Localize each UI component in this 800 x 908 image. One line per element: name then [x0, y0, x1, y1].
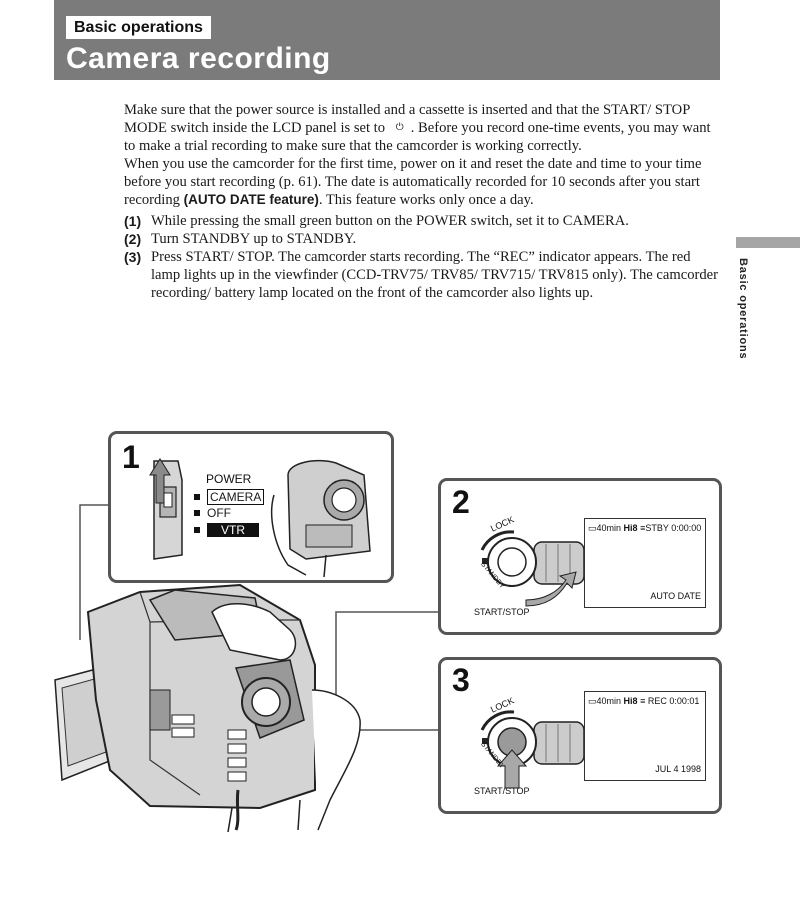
battery-icon: ▭ — [588, 523, 597, 533]
step-1: (1)While pressing the small green button… — [124, 213, 629, 229]
power-label: POWER — [206, 472, 252, 486]
steps-list: (1)While pressing the small green button… — [124, 212, 720, 302]
instructions: Make sure that the power source is insta… — [124, 101, 720, 302]
standby-mode-icon: ⏻ — [395, 122, 404, 133]
panel-2-number: 2 — [452, 484, 470, 520]
start-stop-button-illustration — [480, 710, 585, 789]
tape-icon: ≡ — [640, 523, 646, 533]
panel-1-number: 1 — [122, 439, 140, 475]
page-title: Camera recording — [66, 42, 331, 75]
power-position-camera: CAMERA — [194, 489, 265, 505]
step-3: (3)Press START/ STOP. The camcorder star… — [124, 249, 718, 301]
panel-3-number: 3 — [452, 662, 470, 698]
camcorder-front-illustration — [270, 459, 371, 578]
viewfinder-display: ▭40min Hi8 ≡STBY 0:00:00 AUTO DATE — [584, 518, 706, 608]
viewfinder-display: ▭40min Hi8 ≡ REC 0:00:01 JUL 4 1998 — [584, 691, 706, 781]
intro-paragraph-2: When you use the camcorder for the first… — [124, 156, 702, 208]
battery-icon: ▭ — [588, 696, 597, 706]
power-position-off: OFF — [194, 506, 231, 520]
side-tab-bar — [736, 237, 800, 248]
intro-paragraph-1: Make sure that the power source is insta… — [124, 102, 711, 154]
section-tab: Basic operations — [66, 16, 211, 39]
start-stop-label: START/STOP — [474, 786, 530, 796]
power-switch-illustration — [149, 458, 183, 560]
start-stop-label: START/STOP — [474, 607, 530, 617]
tape-icon: ≡ — [640, 696, 646, 706]
header-band — [54, 0, 720, 80]
step-2: (2)Turn STANDBY up to STANDBY. — [124, 231, 357, 247]
power-position-vtr: VTR — [194, 523, 259, 537]
standby-dial-illustration — [480, 530, 585, 607]
